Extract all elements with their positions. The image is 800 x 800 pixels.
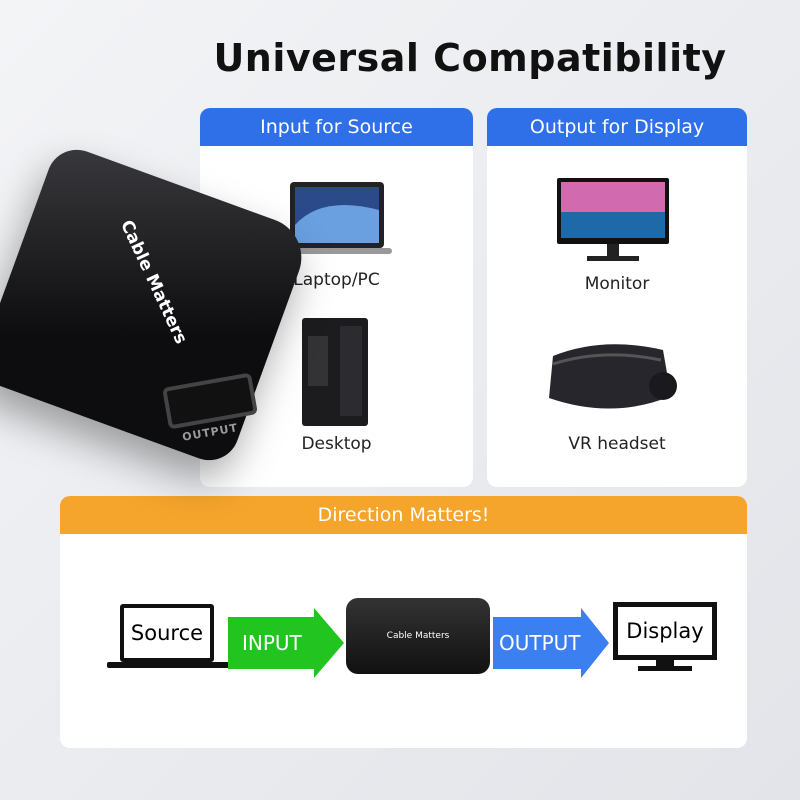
- desktop-label: Desktop: [301, 434, 372, 454]
- laptop-base: [107, 662, 229, 668]
- laptop-label: Laptop/PC: [293, 270, 380, 290]
- monitor-base: [638, 666, 692, 671]
- monitor-icon: [557, 178, 669, 261]
- source-card-header: Input for Source: [200, 108, 473, 146]
- device-brand-label: Cable Matters: [386, 631, 450, 641]
- adapter-device-icon: Cable Matters: [346, 598, 490, 674]
- direction-card-header: Direction Matters!: [60, 496, 747, 534]
- input-arrow: INPUT: [228, 617, 314, 669]
- laptop-icon: [282, 182, 392, 254]
- display-card-header: Output for Display: [487, 108, 747, 146]
- display-monitor-icon: Display: [613, 602, 717, 660]
- output-arrow-head: [581, 608, 609, 678]
- display-label: Display: [626, 619, 704, 643]
- desktop-tower-icon: [302, 318, 368, 426]
- vr-headset-label: VR headset: [568, 434, 666, 454]
- monitor-stand: [656, 660, 674, 668]
- vr-headset-icon: [549, 344, 677, 409]
- direction-card: Direction Matters! Source INPUT Cable Ma…: [60, 496, 747, 748]
- source-label: Source: [130, 621, 204, 645]
- monitor-label: Monitor: [584, 274, 650, 294]
- output-label: OUTPUT: [499, 631, 581, 655]
- display-card: Output for Display Monitor VR headset: [487, 108, 747, 487]
- source-laptop-icon: Source: [120, 604, 214, 662]
- brand-logo: Cable Matters: [116, 217, 191, 348]
- source-card: Input for Source Laptop/PC Desktop: [200, 108, 473, 487]
- input-label: INPUT: [242, 631, 302, 655]
- output-arrow: OUTPUT: [493, 617, 581, 669]
- input-arrow-head: [314, 608, 344, 678]
- page-title: Universal Compatibility: [213, 36, 727, 80]
